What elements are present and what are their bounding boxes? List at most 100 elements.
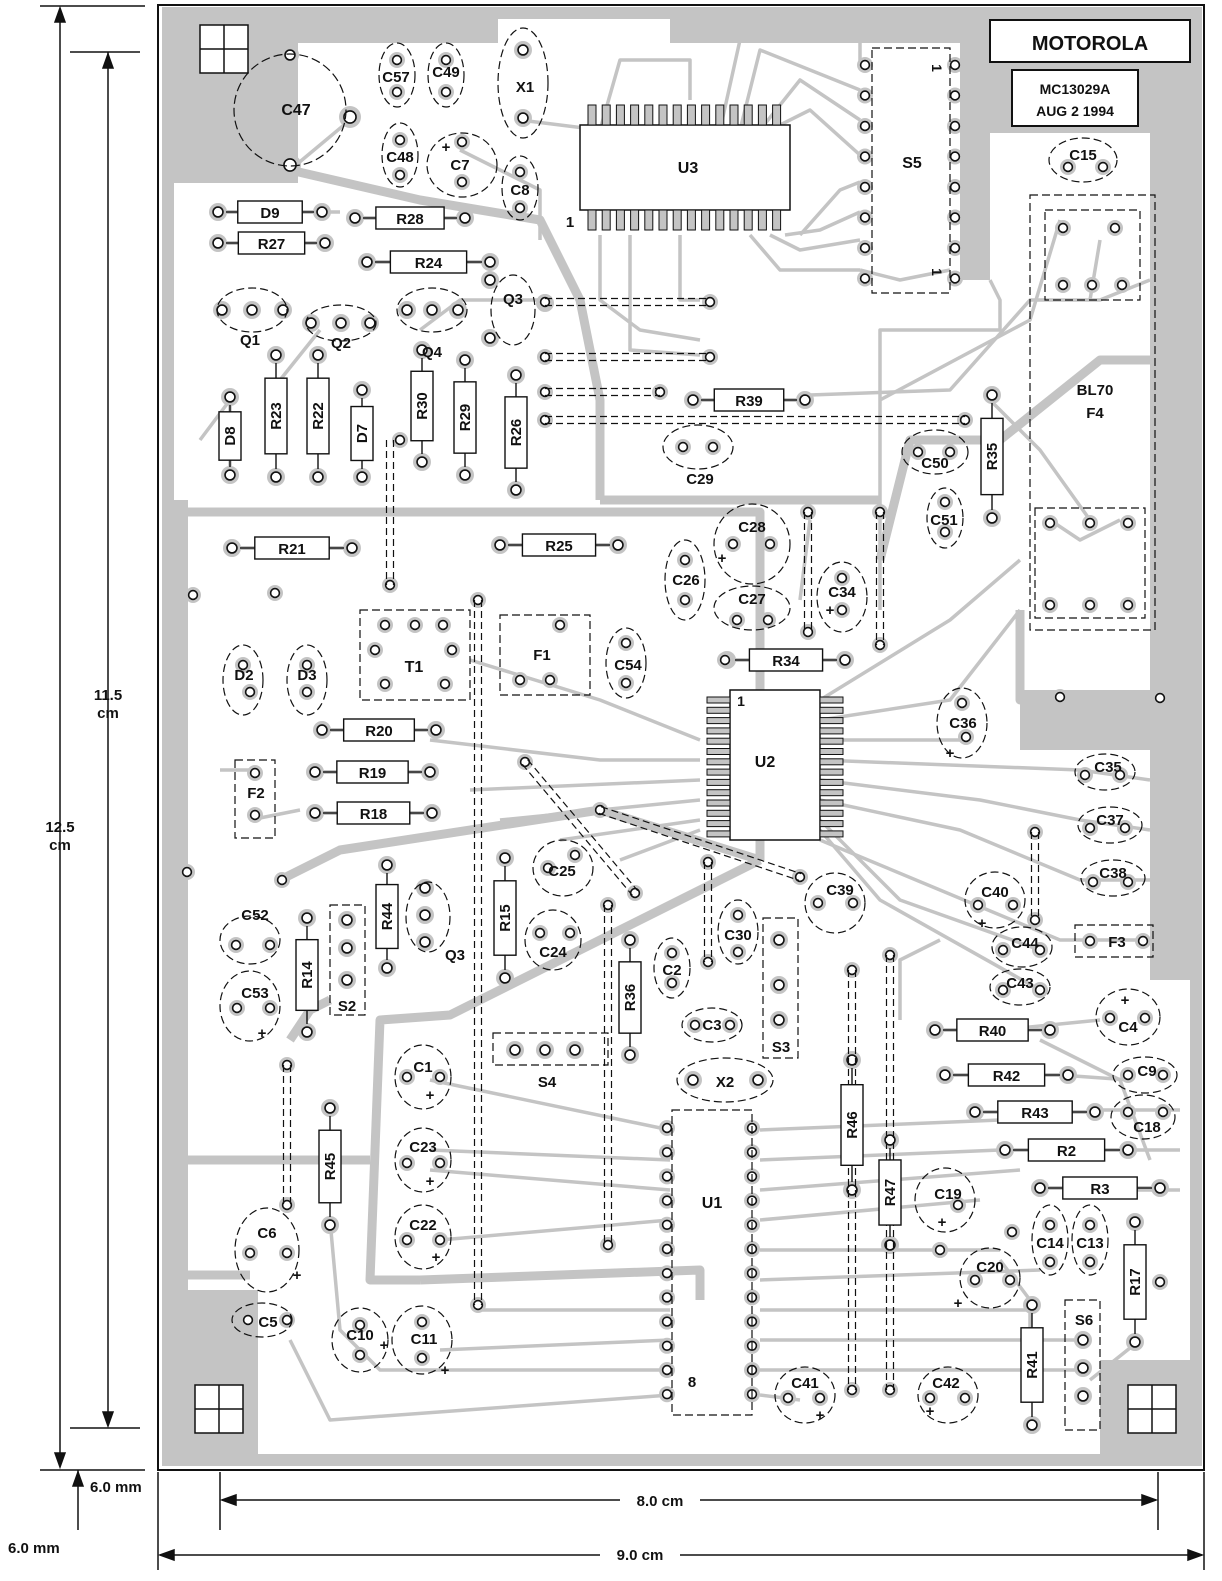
ic-pin bbox=[672, 209, 682, 231]
pad-hole bbox=[269, 587, 281, 599]
component-label: U1 bbox=[702, 1195, 723, 1212]
block-label-line1: BL70 bbox=[1077, 382, 1114, 399]
pad-hole bbox=[934, 1244, 946, 1256]
transformer-outline bbox=[359, 609, 471, 701]
ic-pin bbox=[772, 104, 782, 126]
pad-hole bbox=[341, 914, 353, 926]
pad-hole bbox=[484, 256, 496, 268]
capacitor-outline bbox=[901, 429, 969, 475]
component-label: D8 bbox=[222, 426, 239, 445]
pad-hole bbox=[732, 946, 744, 958]
pad-hole bbox=[661, 1316, 673, 1327]
transistor-outline bbox=[405, 881, 451, 953]
pad-hole bbox=[1122, 1069, 1134, 1081]
ic-pin bbox=[819, 748, 844, 755]
pad-hole bbox=[1079, 769, 1091, 781]
signal-trace bbox=[819, 798, 1150, 882]
component-label: C13 bbox=[1076, 1235, 1104, 1252]
ic-pin bbox=[819, 809, 844, 817]
pad-hole bbox=[434, 1157, 446, 1169]
pad-hole bbox=[305, 317, 317, 329]
pad-hole bbox=[539, 414, 551, 426]
height-inner-unit: cm bbox=[97, 705, 119, 722]
pad-hole bbox=[224, 469, 236, 481]
component-label: D9 bbox=[260, 205, 279, 222]
brand-label: MOTOROLA bbox=[1032, 33, 1148, 55]
capacitor-outline bbox=[233, 53, 347, 167]
pad-hole bbox=[242, 1314, 254, 1326]
component-label: C53 bbox=[241, 985, 269, 1002]
pad-hole bbox=[1137, 935, 1149, 947]
block-label-line2: F4 bbox=[1086, 405, 1104, 422]
module-outline bbox=[1044, 209, 1141, 301]
pad-hole bbox=[394, 134, 406, 146]
component-label: R21 bbox=[278, 541, 306, 558]
ic-pin bbox=[658, 104, 668, 126]
pad-hole bbox=[301, 686, 313, 698]
pad-hole bbox=[939, 526, 951, 538]
component-label: R20 bbox=[365, 723, 393, 740]
ic-pin bbox=[819, 768, 844, 776]
pad-hole bbox=[732, 909, 744, 921]
capacitor-outline bbox=[219, 915, 281, 965]
switch-outline bbox=[762, 917, 799, 1059]
signal-trace bbox=[759, 1148, 1001, 1162]
component-label: F1 bbox=[533, 647, 551, 664]
component-label: R22 bbox=[310, 402, 327, 430]
pad-hole bbox=[301, 912, 313, 924]
ic-pin bbox=[706, 809, 731, 817]
pad-hole bbox=[874, 506, 886, 518]
signal-trace bbox=[718, 38, 862, 131]
capacitor-outline bbox=[391, 1305, 453, 1375]
pad-hole bbox=[612, 539, 624, 551]
component-label: R17 bbox=[1127, 1268, 1144, 1296]
signal-trace bbox=[819, 608, 1022, 722]
dimension-annotations bbox=[40, 5, 1205, 1570]
pad-hole bbox=[802, 626, 814, 638]
pad-hole bbox=[301, 659, 313, 671]
component-label: C39 bbox=[826, 882, 854, 899]
component-label: C1 bbox=[413, 1059, 432, 1076]
pad-hole bbox=[1084, 822, 1096, 834]
pads-layer bbox=[179, 41, 1171, 1434]
capacitor-outline bbox=[713, 503, 791, 585]
pad-hole bbox=[510, 484, 522, 496]
pad-hole bbox=[356, 384, 368, 396]
ic-pin bbox=[706, 789, 731, 797]
pad-hole bbox=[324, 1219, 336, 1231]
pad-hole bbox=[509, 1044, 521, 1056]
pad-hole bbox=[773, 934, 785, 946]
pad-hole bbox=[246, 304, 258, 316]
pad-hole bbox=[409, 619, 421, 631]
pad-hole bbox=[416, 344, 428, 356]
signal-trace bbox=[784, 210, 861, 237]
pad-hole bbox=[799, 394, 811, 406]
component-label: C24 bbox=[539, 944, 567, 961]
component-label: Q1 bbox=[240, 332, 260, 349]
pad-hole bbox=[341, 942, 353, 954]
power-trace bbox=[180, 507, 765, 540]
pad-hole bbox=[960, 731, 972, 743]
signal-trace bbox=[469, 658, 701, 742]
component-label: C41 bbox=[791, 1375, 819, 1392]
pad-hole bbox=[702, 856, 714, 868]
pad-hole bbox=[661, 1219, 673, 1231]
pad-hole bbox=[594, 804, 606, 816]
component-label: Q3 bbox=[445, 947, 465, 964]
pad-hole bbox=[456, 176, 468, 188]
pad-hole bbox=[544, 674, 556, 686]
pad-hole bbox=[1139, 1012, 1151, 1024]
height-outer-value: 12.5 bbox=[45, 819, 74, 836]
pad-hole bbox=[324, 1102, 336, 1114]
component-label: C50 bbox=[921, 455, 949, 472]
component-label: R23 bbox=[268, 402, 285, 430]
ic-pin bbox=[772, 209, 782, 231]
pad-hole bbox=[949, 273, 961, 284]
capacitor-outline bbox=[1080, 859, 1146, 897]
polarity-mark: + bbox=[938, 1214, 947, 1231]
pad-hole bbox=[569, 849, 581, 861]
signal-trace bbox=[598, 58, 692, 131]
component-label: F3 bbox=[1108, 934, 1126, 951]
pad-hole bbox=[216, 304, 228, 316]
